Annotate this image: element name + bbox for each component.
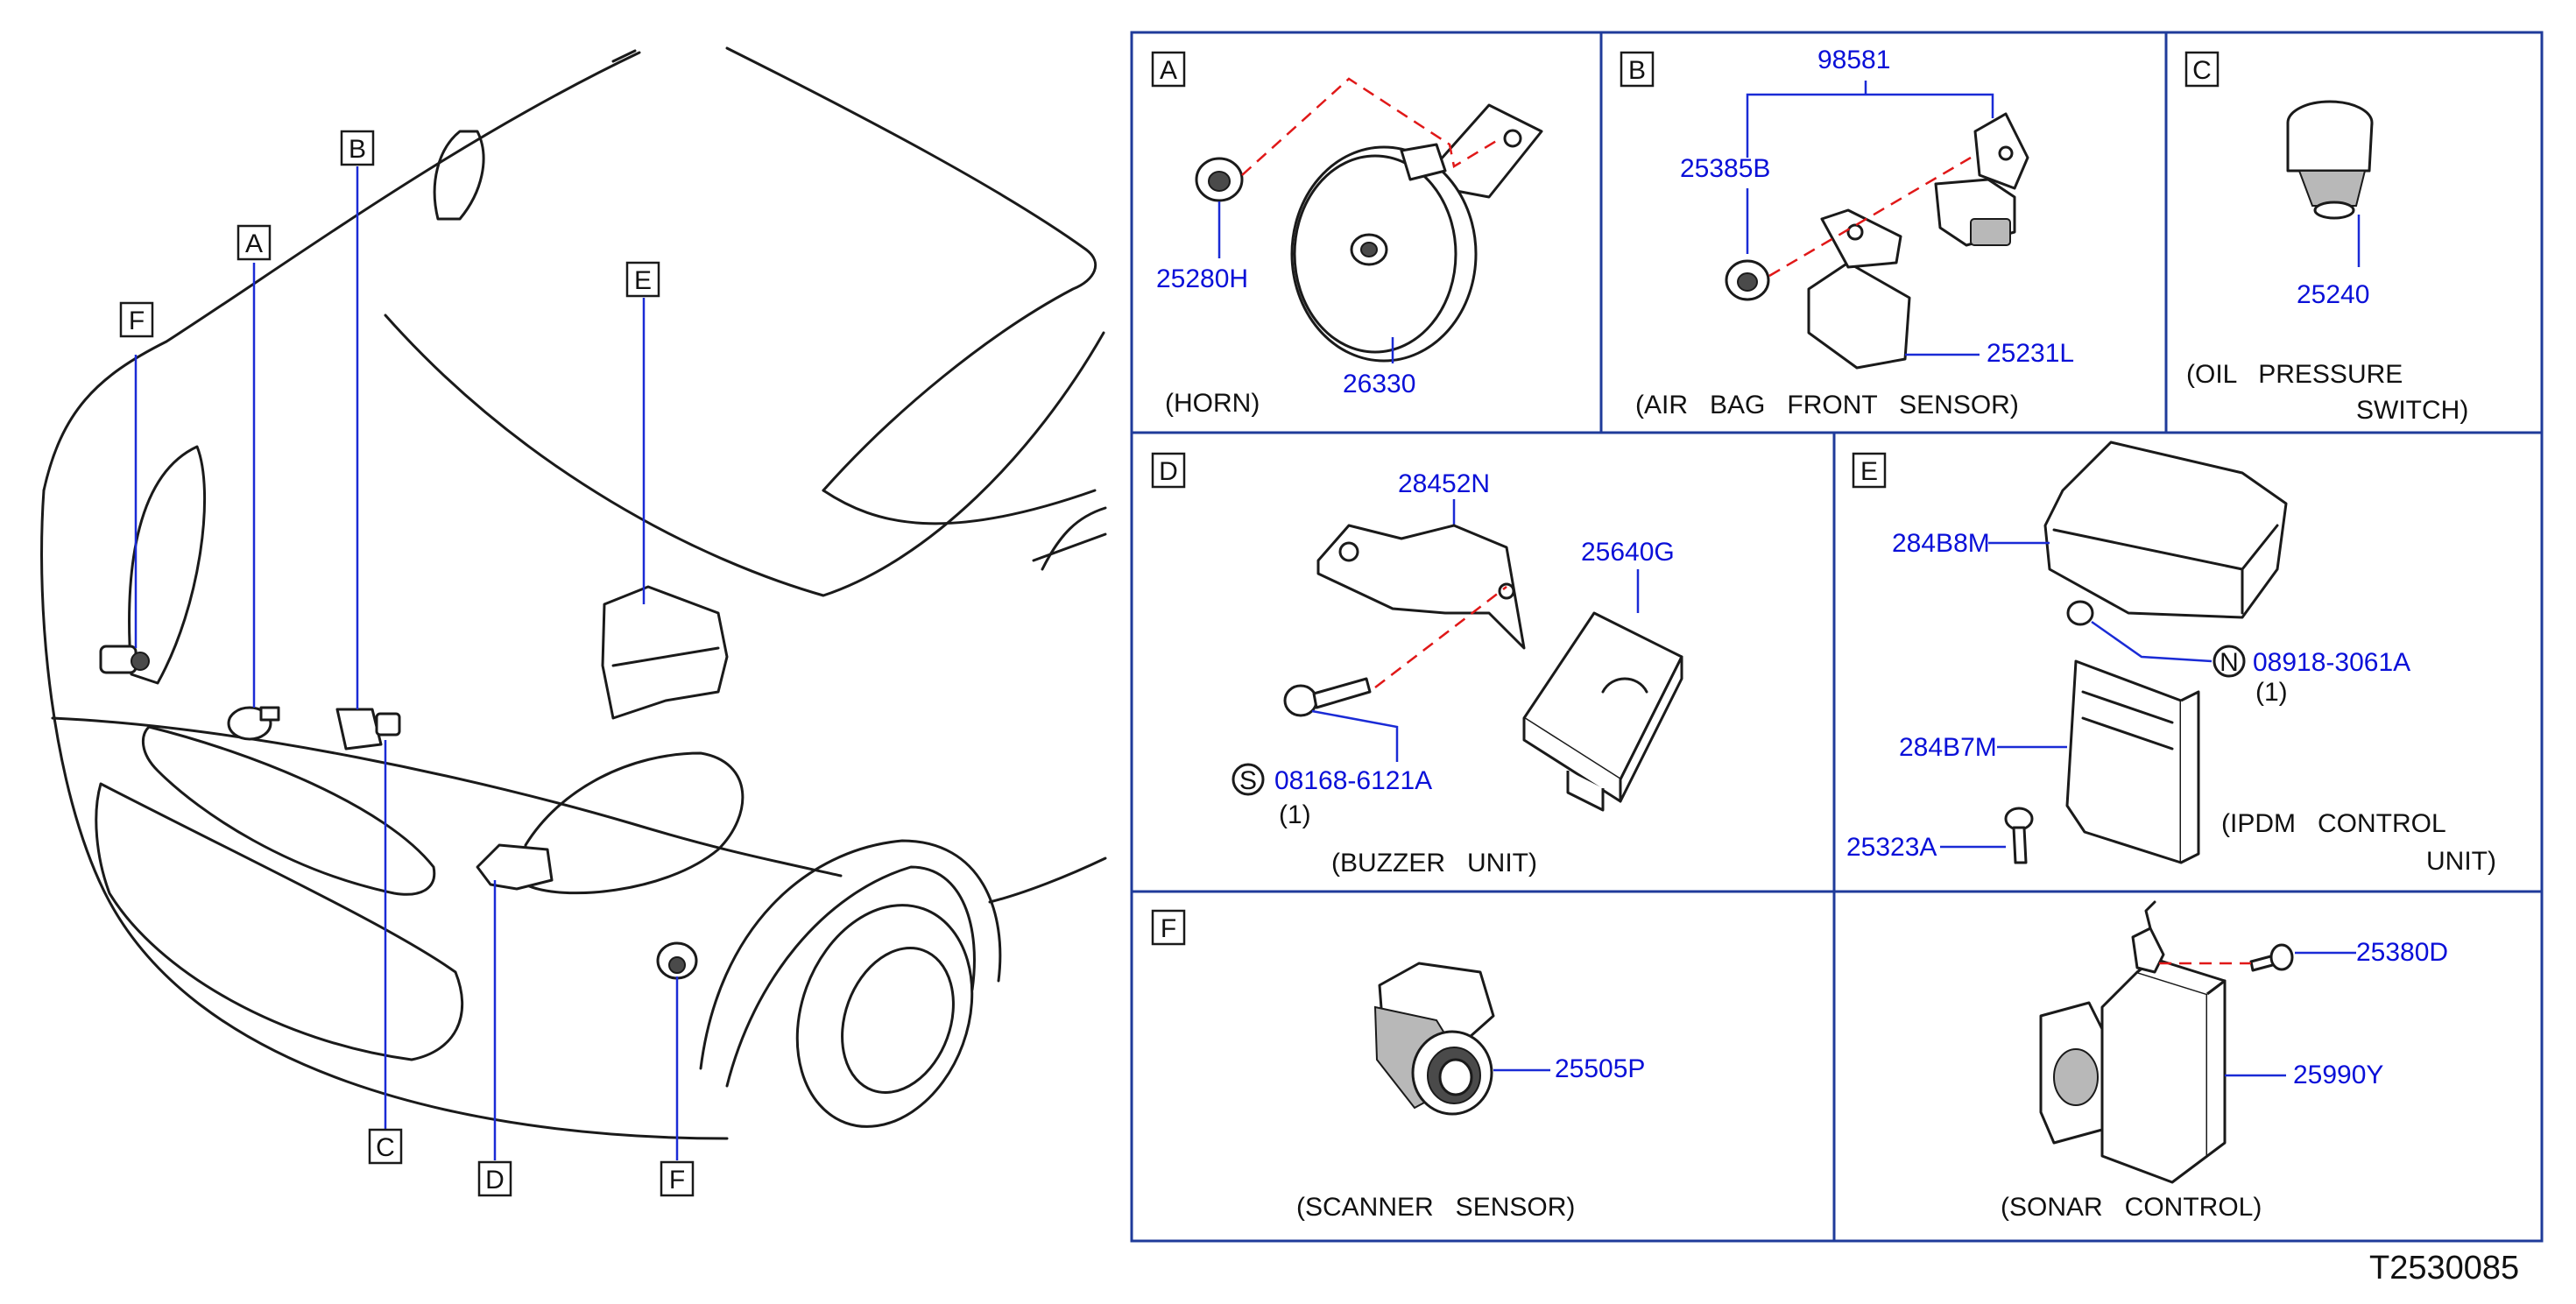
callout-tag-E: E (625, 261, 660, 298)
svg-text:(OIL PRESSURE: (OIL PRESSURE (2186, 360, 2403, 389)
svg-text:(SCANNER SENSOR): (SCANNER SENSOR) (1296, 1193, 1575, 1222)
sonar-screw (2249, 943, 2294, 972)
sonar-control-unit (2039, 900, 2227, 1184)
svg-text:F: F (1161, 914, 1176, 943)
horn-nut (1195, 157, 1244, 202)
air-bag-sensor-icon (335, 708, 401, 751)
svg-text:284B7M: 284B7M (1899, 733, 1997, 762)
svg-text:25990Y: 25990Y (2293, 1061, 2383, 1089)
svg-text:B: B (349, 135, 366, 164)
callout-tag-A: A (236, 224, 272, 261)
svg-text:B: B (1628, 56, 1646, 85)
svg-text:25280H: 25280H (1156, 264, 1248, 293)
panel-sonar-control: 25380D 25990Y (SONAR CONTROL) (2001, 900, 2448, 1222)
svg-text:SWITCH): SWITCH) (2356, 396, 2468, 425)
buzzer-bracket (1316, 524, 1526, 650)
buzzer-unit-icon (476, 843, 554, 891)
panel-air-bag-front-sensor: B 98581 25385B 25231L (AIR BAG FRONT SEN… (1620, 46, 2074, 419)
ipdm-upper-cover (2043, 441, 2288, 619)
svg-text:284B8M: 284B8M (1892, 529, 1990, 558)
svg-text:25380D: 25380D (2356, 938, 2448, 967)
air-bag-sensor-unit (1934, 112, 2029, 247)
panel-horn: A 25280H 26330 (HORN) (1151, 51, 1543, 418)
horn-body (1290, 103, 1543, 363)
svg-text:(AIR BAG FRONT SENSOR): (AIR BAG FRONT SENSOR) (1635, 391, 2019, 419)
svg-text:25323A: 25323A (1846, 833, 1937, 862)
svg-text:F: F (669, 1166, 685, 1195)
svg-text:08168-6121A: 08168-6121A (1274, 766, 1432, 795)
svg-text:25505P: 25505P (1555, 1054, 1645, 1083)
callout-tag-F-top: F (119, 301, 154, 338)
scanner-sensor (1373, 962, 1495, 1116)
svg-text:08918-3061A: 08918-3061A (2253, 648, 2410, 677)
svg-text:25640G: 25640G (1581, 538, 1675, 567)
svg-text:N: N (2220, 648, 2239, 677)
svg-text:(IPDM CONTROL: (IPDM CONTROL (2221, 809, 2446, 838)
callout-tag-D: D (477, 1160, 512, 1197)
callout-tag-B: B (340, 130, 375, 166)
svg-text:(1): (1) (2255, 678, 2288, 707)
svg-text:E: E (1860, 457, 1878, 486)
ipdm-bolt (2004, 807, 2034, 864)
svg-text:A: A (245, 229, 263, 258)
air-bag-sensor-nut (1725, 259, 1770, 301)
vehicle-overview: F A B E C D F (40, 46, 1107, 1197)
diagram-code: T2530085 (2369, 1250, 2519, 1286)
svg-text:F: F (129, 307, 145, 335)
horn-icon (227, 706, 280, 741)
panel-buzzer-unit: D 28452N S 08168-6121A (1) 25640G (BUZZE… (1151, 452, 1683, 878)
svg-text:E: E (634, 266, 652, 295)
svg-text:C: C (2192, 56, 2212, 85)
svg-text:UNIT): UNIT) (2426, 847, 2496, 876)
svg-text:26330: 26330 (1343, 370, 1415, 398)
panel-scanner-sensor: F 25505P (SCANNER SENSOR) (1151, 909, 1645, 1222)
svg-text:25231L: 25231L (1987, 339, 2074, 368)
detail-panel-grid (1130, 31, 2544, 1243)
svg-text:D: D (485, 1166, 505, 1195)
panel-ipdm-control-unit: E 284B8M N 08918-3061A (1) 284B7M 25323A (1846, 441, 2496, 876)
air-bag-sensor-bracket (1807, 208, 1911, 370)
callout-tag-F-bottom: F (660, 1160, 695, 1197)
buzzer-bolt (1283, 677, 1372, 717)
svg-text:A: A (1160, 56, 1177, 85)
svg-text:28452N: 28452N (1398, 469, 1490, 498)
svg-text:(HORN): (HORN) (1165, 389, 1260, 418)
svg-text:(SONAR CONTROL): (SONAR CONTROL) (2001, 1193, 2262, 1222)
oil-pressure-switch (2286, 100, 2374, 220)
svg-text:(1): (1) (1279, 800, 1311, 829)
svg-text:D: D (1159, 457, 1178, 486)
svg-text:C: C (376, 1133, 395, 1162)
svg-text:25240: 25240 (2297, 280, 2369, 309)
ipdm-control-unit-icon (601, 585, 729, 720)
ipdm-control-unit (2065, 659, 2200, 864)
ipdm-nut (2066, 600, 2094, 626)
scanner-sensor-icon (99, 645, 150, 674)
sonar-sensor-icon (656, 941, 698, 980)
callout-tag-C: C (368, 1128, 403, 1165)
svg-text:25385B: 25385B (1680, 154, 1770, 183)
svg-text:(BUZZER UNIT): (BUZZER UNIT) (1331, 849, 1537, 878)
buzzer-unit (1522, 611, 1683, 812)
svg-text:S: S (1239, 766, 1257, 795)
panel-oil-pressure-switch: C 25240 (OIL PRESSURE SWITCH) (2184, 51, 2468, 425)
svg-text:98581: 98581 (1817, 46, 1890, 74)
